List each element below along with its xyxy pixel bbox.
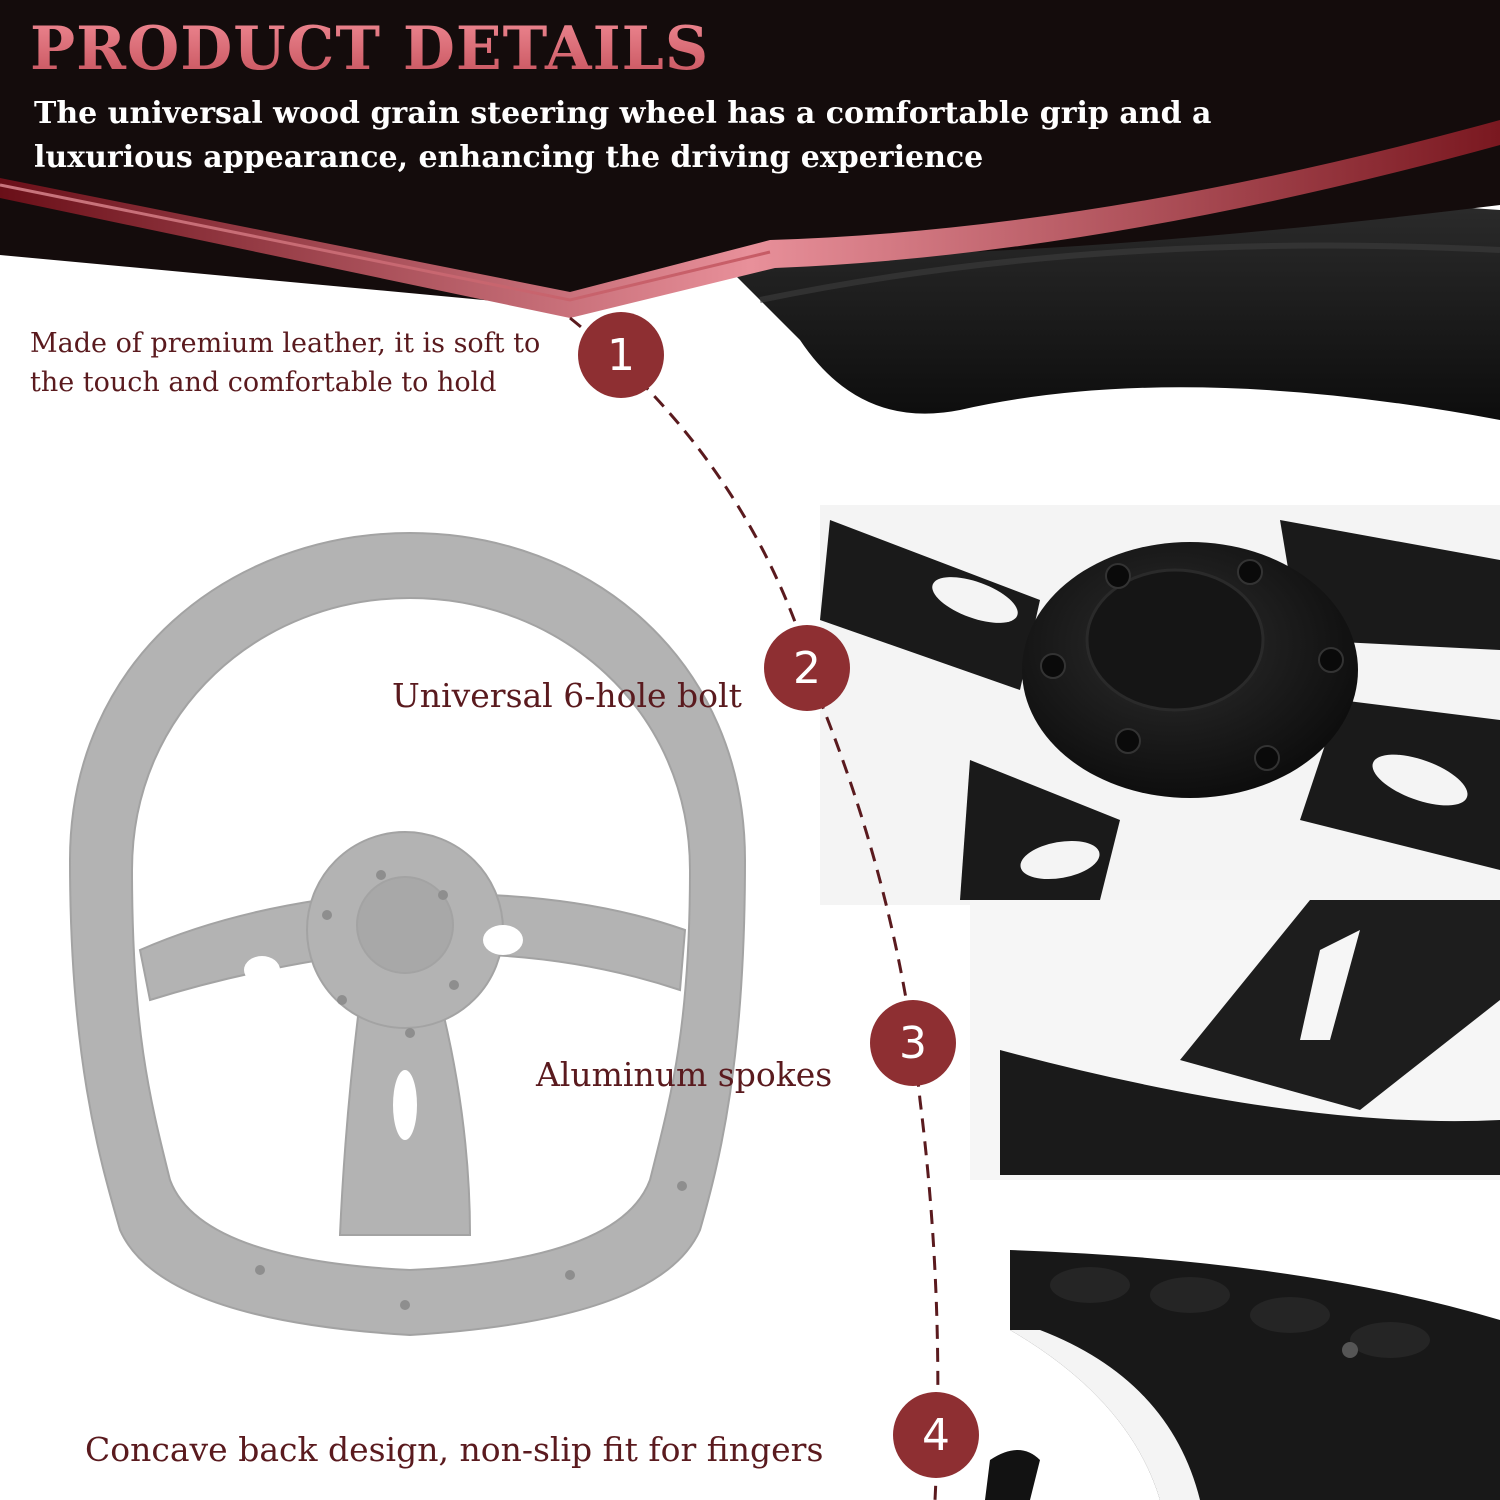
hub-bolts-photo [820, 505, 1500, 905]
feature-4-number: 4 [922, 1409, 950, 1461]
feature-3-badge: 3 [870, 1000, 956, 1086]
feature-2-badge: 2 [764, 625, 850, 711]
feature-1-badge: 1 [578, 312, 664, 398]
feature-1-number: 1 [607, 329, 635, 381]
spoke-photo [970, 900, 1500, 1180]
feature-2-number: 2 [793, 642, 821, 694]
feature-4-text: Concave back design, non-slip fit for fi… [85, 1430, 824, 1469]
feature-1-text: Made of premium leather, it is soft to t… [30, 328, 541, 398]
steering-wheel-illustration [68, 531, 747, 1337]
page-title: PRODUCT DETAILS [30, 14, 710, 84]
concave-back-photo [985, 1250, 1500, 1500]
feature-4-badge: 4 [893, 1392, 979, 1478]
dashed-connector-line [569, 316, 940, 1500]
page-subtitle: The universal wood grain steering wheel … [34, 96, 1212, 175]
feature-3-number: 3 [899, 1017, 927, 1069]
feature-2-text: Universal 6-hole bolt [392, 676, 742, 715]
header-band [0, 0, 1500, 318]
feature-3-text: Aluminum spokes [536, 1055, 833, 1094]
